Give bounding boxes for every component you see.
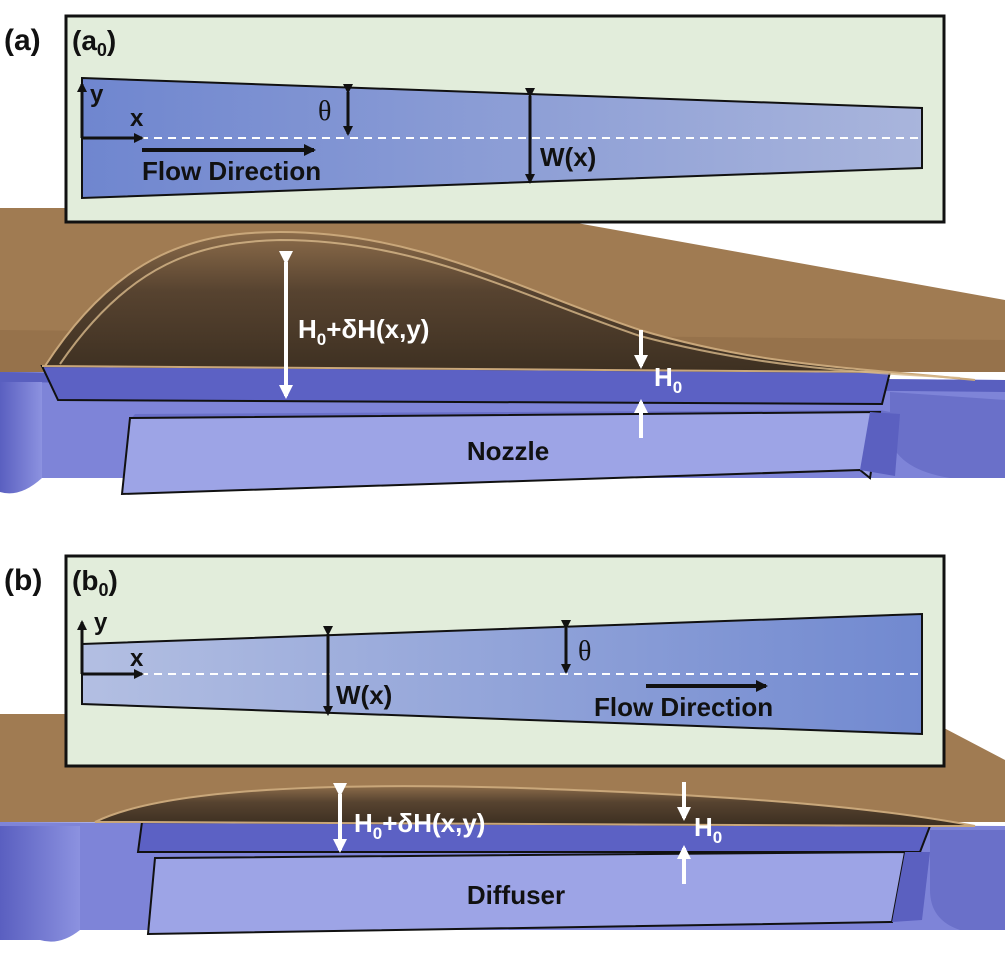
dome-bulge <box>94 785 976 827</box>
panel-b: Diffuser H0+δH(x,y) H0 y x W(x) θ Flow D… <box>0 554 1005 942</box>
flow-label: Flow Direction <box>142 156 321 186</box>
dome-rim <box>59 238 961 379</box>
inset-channel <box>81 612 923 736</box>
inset-label: (a0) <box>72 25 116 60</box>
width-label: W(x) <box>336 680 392 710</box>
inset-channel <box>81 76 923 200</box>
nozzle-end <box>860 412 900 476</box>
height-label: H0+δH(x,y) <box>298 314 429 349</box>
device-label: Nozzle <box>467 436 549 466</box>
theta-label: θ <box>318 96 331 127</box>
panel-label: (a) <box>4 24 41 57</box>
dome-bulge <box>41 230 976 381</box>
device-label: Diffuser <box>467 880 565 910</box>
diffuser-end <box>892 852 930 922</box>
h0-label: H0 <box>654 362 682 397</box>
channel-floor <box>136 820 932 853</box>
axis-y-label: y <box>90 81 104 108</box>
left-cylinder <box>0 382 42 494</box>
right-cylinder <box>930 830 1005 930</box>
width-label: W(x) <box>540 142 596 172</box>
flow-label: Flow Direction <box>594 692 773 722</box>
nozzle-box <box>120 410 882 496</box>
inset-label: (b0) <box>72 565 118 600</box>
axis-y-label: y <box>94 609 108 636</box>
panel-a: Nozzle H0+δH(x,y) H0 y x Flow Direction … <box>0 14 1005 496</box>
left-cylinder <box>0 826 80 942</box>
right-cylinder <box>890 392 1005 478</box>
theta-label: θ <box>578 636 591 667</box>
panel-label: (b) <box>4 564 42 597</box>
h0-label: H0 <box>694 812 722 847</box>
axis-x-label: x <box>130 645 144 672</box>
axis-x-label: x <box>130 105 144 132</box>
height-label: H0+δH(x,y) <box>354 808 485 843</box>
